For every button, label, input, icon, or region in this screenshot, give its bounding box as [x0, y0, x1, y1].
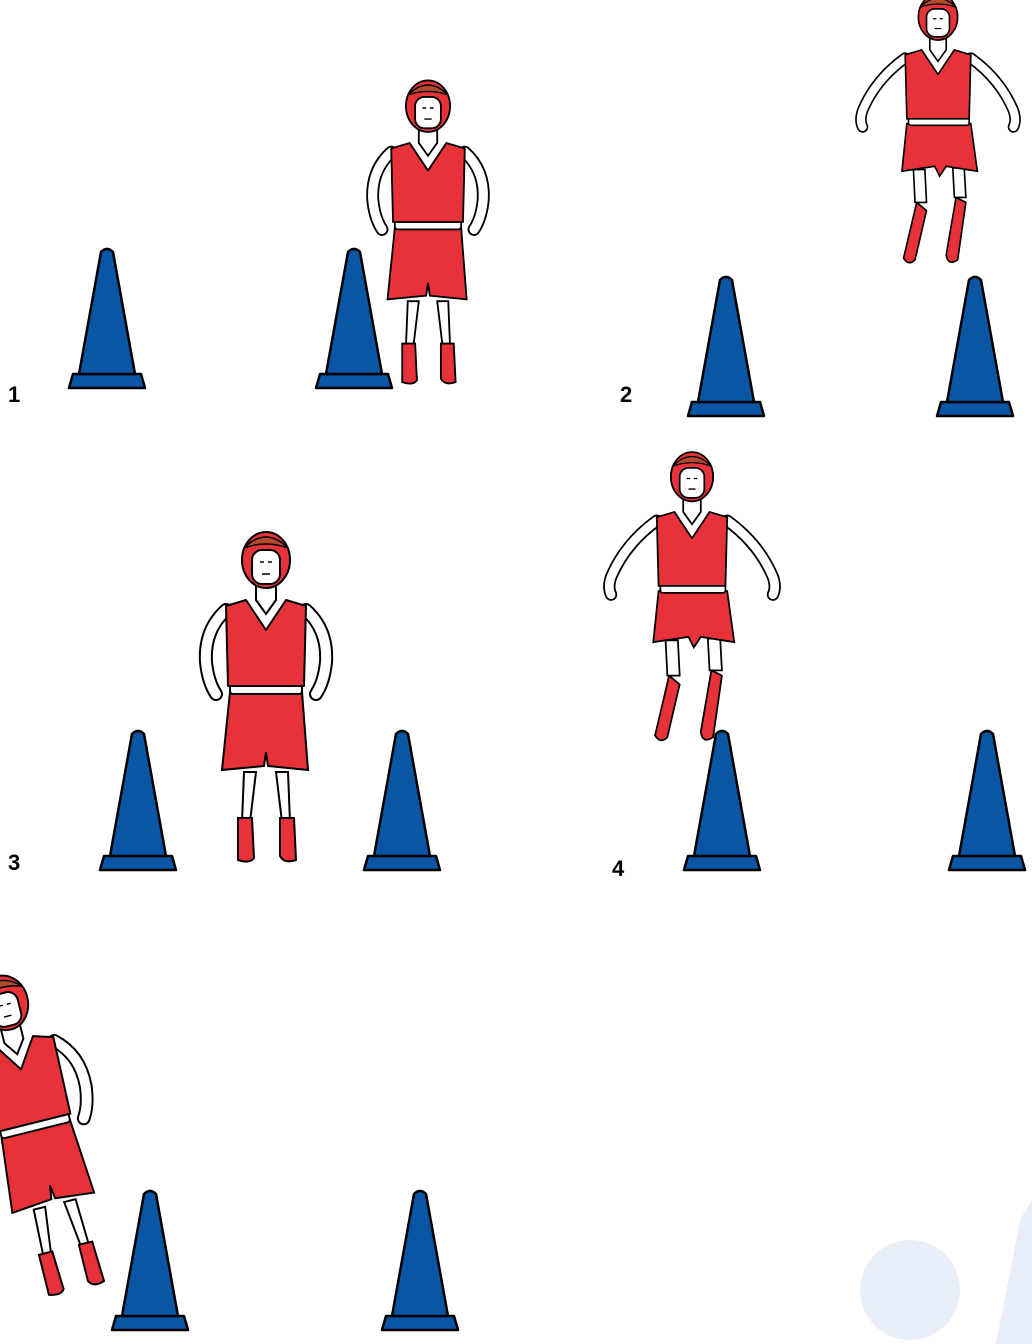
step-3-number: 3 [8, 850, 20, 875]
traffic-cone-icon [112, 1191, 188, 1330]
traffic-cone-icon [684, 731, 760, 870]
step-1-number: 1 [8, 382, 20, 407]
traffic-cone-icon [937, 277, 1013, 416]
watermark-logo [860, 1200, 1032, 1344]
traffic-cone-icon [364, 731, 440, 870]
step-2: 2 [620, 0, 1015, 416]
boxer-figure-icon [861, 0, 1015, 263]
traffic-cone-icon [69, 249, 145, 388]
step-4-number: 4 [612, 856, 625, 881]
step-5 [0, 962, 458, 1330]
traffic-cone-icon [949, 731, 1025, 870]
traffic-cone-icon [382, 1191, 458, 1330]
step-4: 4 [609, 452, 1025, 881]
boxer-figure-icon [206, 532, 326, 862]
step-3: 3 [8, 532, 440, 875]
boxer-figure-icon [0, 962, 133, 1304]
step-2-number: 2 [620, 382, 632, 407]
step-1: 1 [8, 80, 483, 407]
traffic-cone-icon [688, 277, 764, 416]
boxer-figure-icon [609, 452, 774, 740]
boxer-figure-icon [373, 80, 484, 383]
traffic-cone-icon [100, 731, 176, 870]
traffic-cone-icon [316, 249, 392, 388]
